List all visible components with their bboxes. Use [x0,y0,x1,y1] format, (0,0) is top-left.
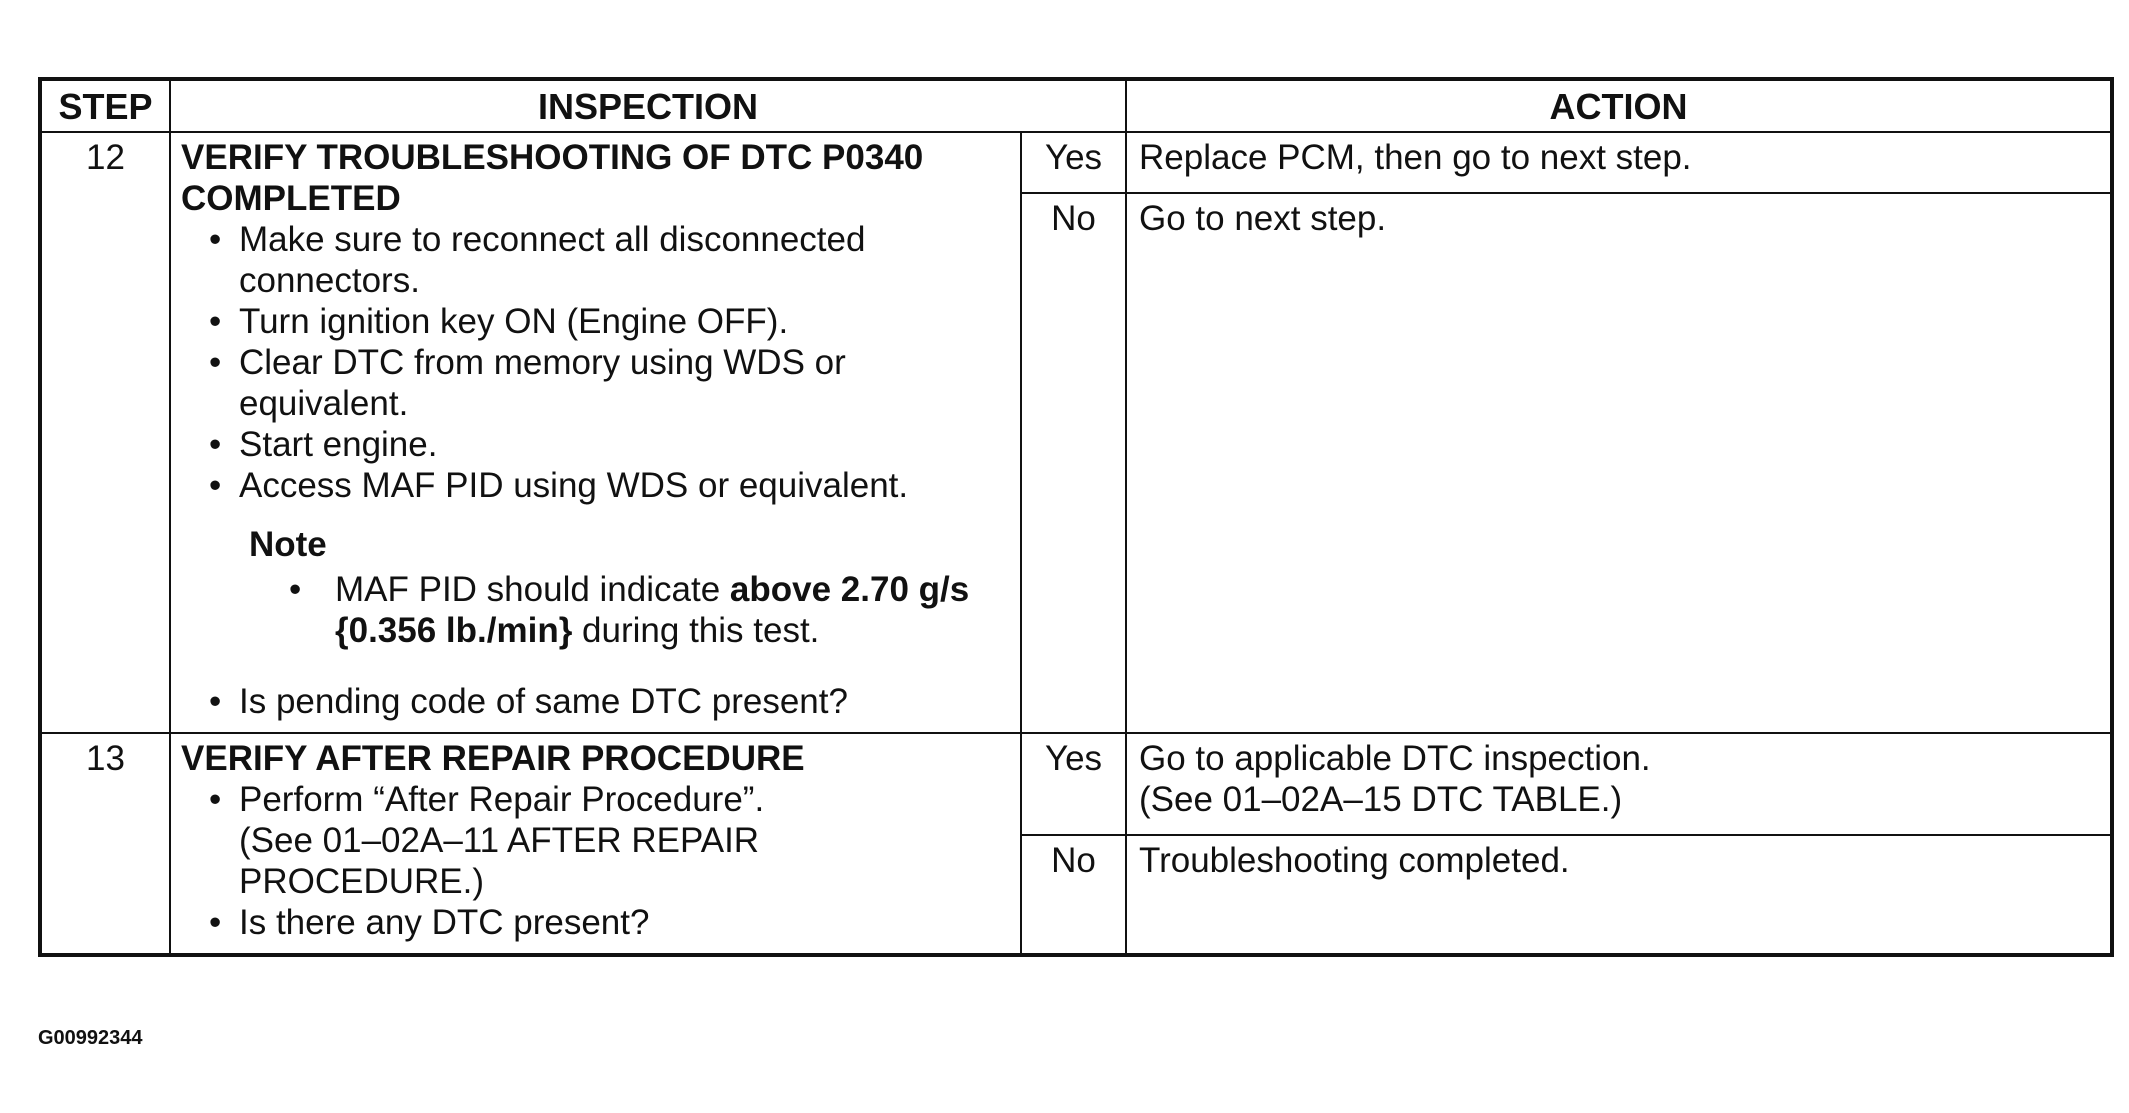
bullet-item: Turn ignition key ON (Engine OFF). [209,301,1010,342]
note-text-end: during this test. [572,611,820,650]
note-bullets: MAF PID should indicate above 2.70 g/s {… [249,569,1010,651]
table-row: 13 VERIFY AFTER REPAIR PROCEDURE Perform… [39,732,2113,956]
figure-id: G00992344 [38,1027,143,1049]
header-step: STEP [39,78,171,133]
yes-action-line: Go to applicable DTC inspection. [1139,739,1651,778]
diagnostic-procedure-table: STEP INSPECTION ACTION 12 VERIFY TROUBLE… [38,77,2114,957]
question-item: Is pending code of same DTC present? [209,681,1010,722]
bullet-item: Access MAF PID using WDS or equivalent. [209,465,1010,506]
yes-action: Replace PCM, then go to next step. [1125,131,2113,194]
yes-label: Yes [1020,131,1127,194]
no-action: Go to next step. [1125,192,2113,734]
table-row: No Troubleshooting completed. [40,834,2113,956]
note-text: MAF PID should indicate [335,570,730,609]
note-heading: Note [249,525,327,564]
step-title-cont: COMPLETED [181,179,401,218]
yes-label: Yes [1020,732,1127,836]
no-label: No [1020,834,1127,956]
bullet-item: Make sure to reconnect all disconnected … [209,219,939,301]
question-item: Is there any DTC present? [209,902,1010,943]
bullet-item: Start engine. [209,424,1010,465]
no-label: No [1020,192,1127,734]
bullet-item: Perform “After Repair Procedure”. (See 0… [209,779,1010,902]
table-header-row: STEP INSPECTION ACTION [39,78,2113,133]
step-inspection: VERIFY AFTER REPAIR PROCEDURE Perform “A… [169,732,1022,956]
bullet-text-cont: (See 01–02A–11 AFTER REPAIR PROCEDURE.) [239,821,760,901]
bullet-item: Clear DTC from memory using WDS or equiv… [209,342,939,424]
note-block: Note MAF PID should indicate above 2.70 … [249,524,1010,651]
header-action: ACTION [1125,78,2113,133]
table-row: 12 VERIFY TROUBLESHOOTING OF DTC P0340 C… [39,131,2113,734]
no-action: Troubleshooting completed. [1125,834,2113,956]
inspection-bullets: Perform “After Repair Procedure”. (See 0… [181,779,1010,943]
bullet-text: Perform “After Repair Procedure”. [239,780,765,819]
step-title: VERIFY TROUBLESHOOTING OF DTC P0340 [181,138,924,177]
step-title: VERIFY AFTER REPAIR PROCEDURE [181,739,805,778]
step-number: 13 [39,732,171,956]
note-item: MAF PID should indicate above 2.70 g/s {… [289,569,1015,651]
question-bullets: Is pending code of same DTC present? [181,681,1010,722]
header-inspection: INSPECTION [169,78,1127,133]
inspection-bullets: Make sure to reconnect all disconnected … [181,219,1010,506]
yes-action-ref: (See 01–02A–15 DTC TABLE.) [1139,780,1623,819]
table-row: No Go to next step. [40,192,2113,734]
step-number: 12 [39,131,171,734]
note-value: above 2.70 g/s {0.356 lb./min} [335,570,970,650]
step-inspection: VERIFY TROUBLESHOOTING OF DTC P0340 COMP… [169,131,1022,734]
yes-action: Go to applicable DTC inspection. (See 01… [1125,732,2113,836]
